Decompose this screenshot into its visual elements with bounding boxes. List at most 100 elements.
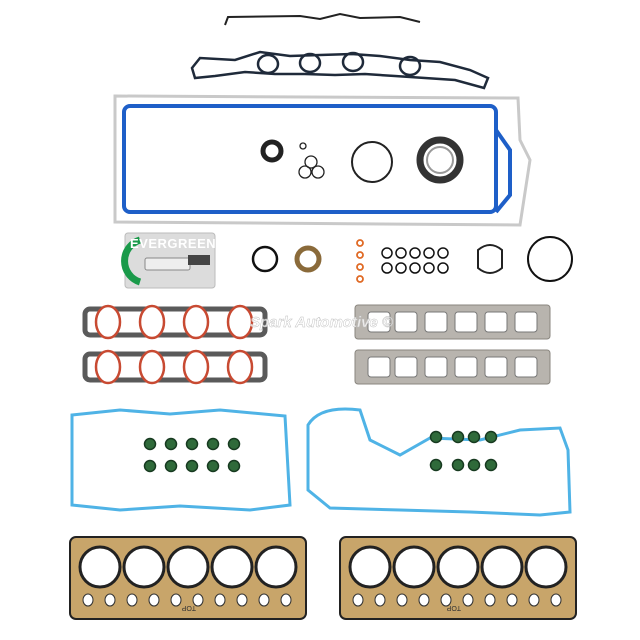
valve-stem-seal [227, 459, 241, 473]
valve-stem-seal [206, 459, 220, 473]
intake-port-seal [94, 349, 122, 385]
coolant-hole [82, 593, 94, 607]
exhaust-port [394, 311, 418, 333]
o-ring [437, 262, 449, 274]
coolant-hole [396, 593, 408, 607]
exhaust-port [454, 356, 478, 378]
oil-pan-gasket [113, 94, 532, 227]
large-o-ring [351, 141, 393, 183]
exhaust-manifold-gaskets [354, 304, 551, 385]
cylinder-bore [392, 545, 436, 589]
coolant-hole [462, 593, 474, 607]
o-ring [251, 245, 279, 273]
coolant-hole [528, 593, 540, 607]
intake-gasket [82, 304, 268, 340]
valve-stem-seal [484, 458, 498, 472]
small-o-ring [356, 263, 364, 271]
coolant-hole [280, 593, 292, 607]
sealant-pack: EVERGREEN [121, 232, 216, 289]
coolant-hole [126, 593, 138, 607]
cylinder-bore [210, 545, 254, 589]
o-ring [423, 247, 435, 259]
intake-port-seal [182, 349, 210, 385]
valve-stem-seal [429, 458, 443, 472]
exhaust-port [514, 356, 538, 378]
coolant-hole [214, 593, 226, 607]
exhaust-port [514, 311, 538, 333]
cylinder-bore [348, 545, 392, 589]
o-ring [423, 262, 435, 274]
cylinder-bore [166, 545, 210, 589]
o-ring [409, 247, 421, 259]
small-o-ring [356, 239, 364, 247]
head-gaskets: TOP TOP [69, 536, 577, 620]
exhaust-port [424, 356, 448, 378]
o-ring [409, 262, 421, 274]
small-o-ring [356, 275, 364, 283]
valve-stem-seals [143, 430, 498, 473]
valve-stem-seal [206, 437, 220, 451]
coolant-hole [258, 593, 270, 607]
valve-cover-gasket-left [70, 408, 292, 512]
injector-o-rings [381, 247, 449, 274]
cylinder-bore [122, 545, 166, 589]
cylinder-bore [78, 545, 122, 589]
intake-port-seal [226, 349, 254, 385]
valve-stem-seal [451, 458, 465, 472]
intake-port-seal [94, 304, 122, 340]
cylinder-bore [524, 545, 568, 589]
intake-port-seal [138, 349, 166, 385]
coolant-hole [192, 593, 204, 607]
o-ring [381, 247, 393, 259]
top-mark: TOP [446, 604, 461, 611]
coolant-hole [236, 593, 248, 607]
top-mark: TOP [181, 604, 196, 611]
valve-stem-seal [227, 437, 241, 451]
valve-stem-seal [185, 459, 199, 473]
intake-port-seal [226, 304, 254, 340]
coolant-hole [440, 593, 452, 607]
valve-stem-seal [164, 459, 178, 473]
coolant-hole [506, 593, 518, 607]
coolant-hole [374, 593, 386, 607]
coolant-hole [484, 593, 496, 607]
cylinder-bore [436, 545, 480, 589]
cylinder-bore [254, 545, 298, 589]
exhaust-port [454, 311, 478, 333]
intake-gasket [82, 349, 268, 385]
exhaust-port [394, 356, 418, 378]
exhaust-port [484, 311, 508, 333]
front-crank-seal [416, 136, 464, 184]
intake-port-seal [138, 304, 166, 340]
o-ring [395, 262, 407, 274]
valve-stem-seal [164, 437, 178, 451]
valve-stem-seal [429, 430, 443, 444]
oil-seal [294, 245, 322, 273]
o-ring [395, 247, 407, 259]
valve-stem-seal [143, 437, 157, 451]
intake-manifold-gaskets [82, 304, 268, 385]
valve-stem-seal [143, 459, 157, 473]
coolant-hole [104, 593, 116, 607]
head-gasket: TOP [69, 536, 307, 620]
thin-cover-gasket [224, 12, 421, 26]
exhaust-gasket [354, 304, 551, 340]
o-ring [437, 247, 449, 259]
coolant-hole [148, 593, 160, 607]
cylinder-bore [480, 545, 524, 589]
valley-cover-gasket [190, 50, 490, 90]
small-orange-o-rings [356, 239, 364, 283]
valve-stem-seal [185, 437, 199, 451]
intake-port-seal [182, 304, 210, 340]
valve-stem-seal [467, 458, 481, 472]
exhaust-gasket [354, 349, 551, 385]
valve-stem-seal [484, 430, 498, 444]
valve-stem-seal [451, 430, 465, 444]
exhaust-port [367, 356, 391, 378]
valve-cover-gasket-right [306, 407, 572, 517]
sealant-brand-label: EVERGREEN [130, 236, 216, 251]
shaped-seal [477, 244, 503, 274]
head-gasket: TOP [339, 536, 577, 620]
